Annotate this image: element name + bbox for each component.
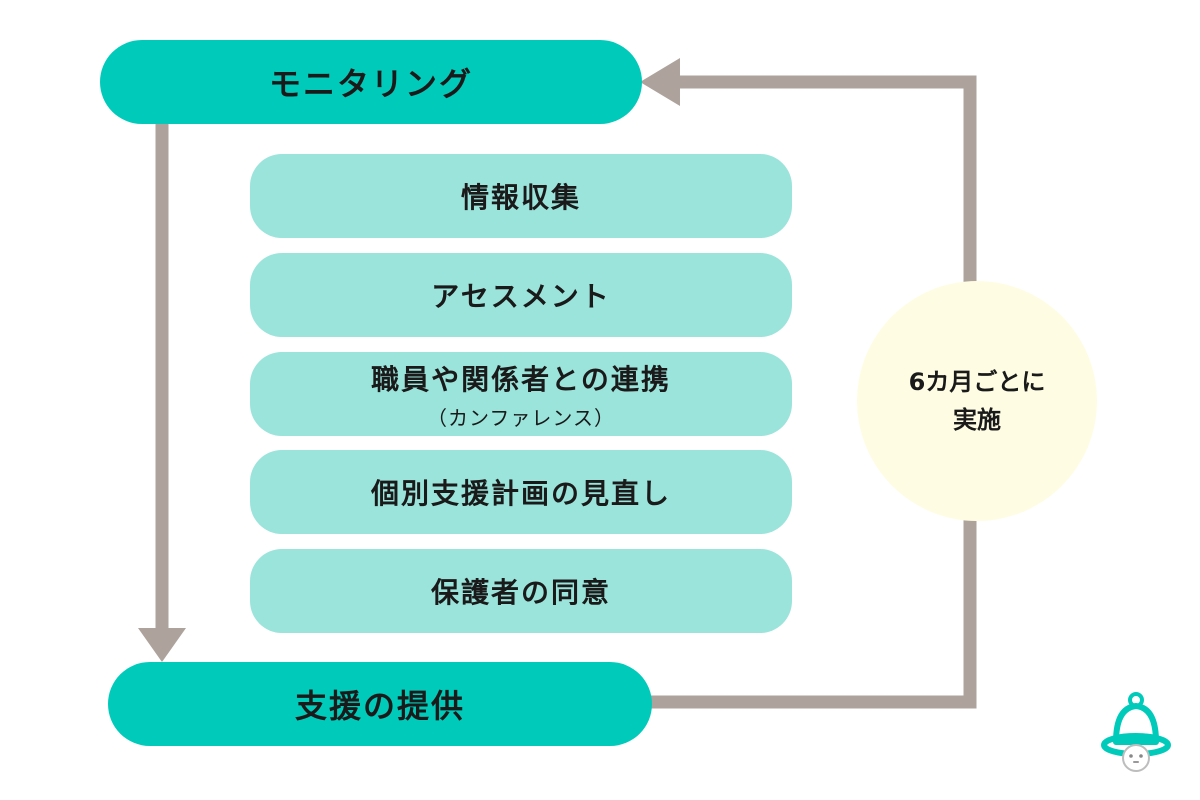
bottom-node-label: 支援の提供 xyxy=(294,687,465,725)
step-2: アセスメント xyxy=(250,253,792,337)
step-1: 情報収集 xyxy=(250,154,792,238)
step-3-sublabel: （カンファレンス） xyxy=(427,405,615,430)
step-5-label: 保護者の同意 xyxy=(430,576,611,609)
step-3-label: 職員や関係者との連携 xyxy=(371,362,671,396)
bottom-node-support: 支援の提供 xyxy=(108,662,652,746)
top-node-monitoring: モニタリング xyxy=(100,40,642,124)
cycle-line-2: 実施 xyxy=(953,406,1001,434)
cycle-line-1: 6カ月ごとに xyxy=(908,367,1046,396)
step-4: 個別支援計画の見直し xyxy=(250,450,792,534)
step-4-label: 個別支援計画の見直し xyxy=(370,477,671,510)
step-3: 職員や関係者との連携 （カンファレンス） xyxy=(250,352,792,436)
step-2-label: アセスメント xyxy=(431,280,611,313)
loop-arrow-head xyxy=(640,58,680,106)
bell-mascot-icon xyxy=(1101,692,1171,772)
down-arrow-head xyxy=(138,628,186,662)
step-5: 保護者の同意 xyxy=(250,549,792,633)
cycle-circle: 6カ月ごとに 実施 xyxy=(857,281,1097,521)
step-1-label: 情報収集 xyxy=(460,181,581,214)
top-node-label: モニタリング xyxy=(268,65,473,103)
